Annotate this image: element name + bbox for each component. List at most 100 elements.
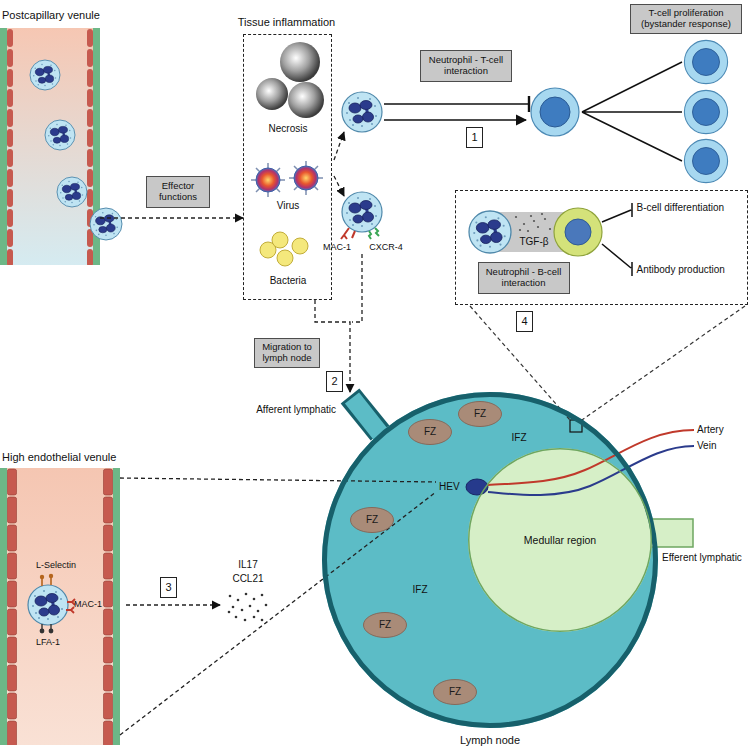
text-slot: CXCR-4 — [364, 242, 408, 252]
hev-drawing-part — [66, 599, 75, 613]
text-slot: Efferent lymphatic — [662, 552, 752, 564]
hev-drawing-part — [28, 585, 68, 625]
part-label: Bacteria — [246, 275, 330, 287]
lymph-node-shape — [325, 395, 656, 726]
lymph-node-drawing-part — [488, 430, 694, 485]
hev-drawing-part — [126, 604, 220, 605]
hev-drawing-part-part — [261, 619, 264, 622]
tissue-inflammation-drawing-part-part — [272, 232, 288, 248]
tissue-inflammation-drawing-part — [280, 42, 320, 82]
text-slot: LFA-1 — [26, 637, 70, 647]
node-text: Migration to lymph node — [258, 342, 316, 364]
connector-arrow — [100, 217, 243, 218]
t-cell-interaction-drawing-part — [684, 40, 727, 83]
part-label: MAC-1 — [318, 242, 356, 252]
vessel-panel: Postcapillary venule — [0, 28, 100, 265]
hev-drawing-part-part — [228, 611, 231, 614]
text-slot: Postcapillary venule — [2, 9, 132, 22]
tissue-inflammation-drawing-part — [341, 228, 349, 239]
callout-number: 2 — [326, 371, 343, 392]
tissue-inflammation-drawing-part-part — [292, 238, 308, 254]
text-slot: Afferent lymphatic — [236, 404, 336, 416]
hev-drawing-part — [7, 468, 17, 745]
node-text: T-cell proliferation (bystander response… — [634, 8, 738, 30]
node-text: Antibody production — [637, 264, 745, 276]
node-text: Postcapillary venule — [2, 9, 132, 22]
lymph-node-drawing-part — [322, 392, 658, 728]
node-text: Effector functions — [150, 181, 206, 203]
text-slot: Tissue inflammation — [222, 16, 352, 29]
connector-arrow — [120, 478, 436, 482]
connector-arrow — [120, 492, 436, 735]
tissue-inflammation-drawing-part — [369, 231, 371, 239]
callout-number: 1 — [466, 127, 483, 148]
part-label: LFA-1 — [26, 637, 70, 647]
text-slot: Lymph node — [380, 734, 600, 747]
text-slot: MAC-1 — [318, 242, 356, 252]
postcapillary-venule — [0, 28, 122, 265]
tissue-inflammation-drawing-part — [334, 176, 344, 196]
part-label: Artery — [697, 424, 747, 436]
node-text: 3 — [165, 581, 171, 594]
process-box: Migration to lymph node — [254, 338, 320, 368]
lymph-node-drawing-part — [470, 306, 745, 420]
node-text: FZ — [424, 426, 436, 438]
text-slot: L-Selectin — [18, 560, 94, 570]
node-text: Neutrophil - T-cell interaction — [424, 55, 508, 77]
text-slot: Antibody production — [637, 264, 745, 276]
process-box: T-cell proliferation (bystander response… — [630, 4, 742, 34]
hev-drawing — [0, 468, 267, 745]
hev-drawing-part — [0, 468, 120, 745]
process-box: Effector functions — [146, 176, 210, 208]
node-text: HEV — [439, 481, 460, 493]
hev-drawing-part — [228, 593, 268, 622]
medullar-region: Medullar region — [468, 448, 652, 632]
b-cell-interaction-drawing-part-part — [519, 229, 521, 231]
lymph-node-drawing-part — [352, 398, 382, 436]
part-label: CXCR-4 — [364, 242, 408, 252]
text-slot: MAC-1 — [74, 599, 104, 609]
hev-drawing-part-part — [253, 616, 256, 619]
part-label: CCL21 — [224, 573, 272, 585]
hev-drawing-part-part — [261, 594, 264, 597]
tissue-inflammation-drawing-part-part — [277, 250, 293, 266]
follicular-zone: FZ — [363, 612, 407, 638]
node-text: B-cell differentiation — [637, 202, 745, 214]
t-cell-interaction-drawing-part — [384, 103, 528, 105]
process-box: Neutrophil - B-cell interaction — [478, 262, 570, 294]
lymph-node: Lymph nodeHEVMedullar regionFZFZFZFZFZ — [322, 392, 658, 728]
b-cell-interaction-drawing-part — [602, 203, 632, 276]
process-box: Neutrophil - T-cell interaction — [420, 50, 512, 82]
node-text: FZ — [474, 408, 486, 420]
follicular-zone-shape — [434, 680, 477, 705]
part-label: Afferent lymphatic — [236, 404, 336, 416]
b-cell-interaction-drawing-part — [469, 211, 511, 253]
hev-drawing-part-part — [249, 605, 252, 608]
tissue-inflammation-drawing-part — [256, 78, 288, 110]
node-text: FZ — [379, 619, 391, 631]
b-cell-interaction-drawing-part-part — [515, 216, 517, 218]
hev-drawing-part-part — [232, 606, 235, 609]
text-slot: Bacteria — [246, 275, 330, 287]
tissue-inflammation-drawing-part — [288, 82, 324, 118]
b-cell-interaction-drawing-part — [554, 208, 602, 256]
part-label: MAC-1 — [74, 599, 104, 609]
text-slot: Necrosis — [246, 123, 330, 135]
hev-drawing-part — [40, 575, 44, 579]
b-cell-interaction-drawing-part-part — [537, 226, 539, 228]
t-cell-interaction-drawing-part — [684, 90, 727, 133]
hev-drawing-part — [103, 468, 113, 745]
part-label: Efferent lymphatic — [662, 552, 752, 564]
connector-arrow — [315, 300, 350, 392]
hev-drawing-part-part — [245, 593, 248, 596]
node-text: 1 — [471, 131, 477, 144]
part-label: Necrosis — [246, 123, 330, 135]
t-cell-interaction-drawing — [384, 40, 728, 182]
part-label: IFZ — [503, 432, 535, 444]
follicular-zone-shape — [351, 508, 394, 533]
part-label: Vein — [697, 440, 747, 452]
postcapillary-venule-part — [30, 60, 60, 90]
hev-drawing-part-part — [265, 604, 268, 607]
lymph-node-outline — [322, 392, 658, 728]
